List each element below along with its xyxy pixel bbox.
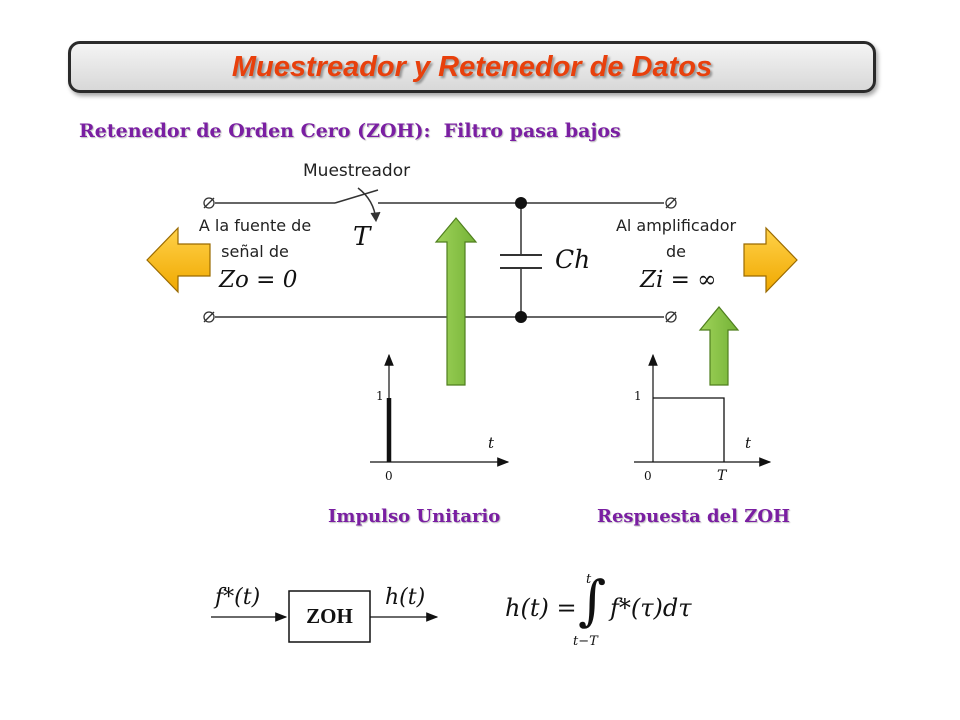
output-up-arrow-icon (698, 306, 740, 386)
impulse-y-tick: 1 (376, 389, 384, 403)
amp-label-line2: de (666, 242, 686, 261)
integrand: f*(τ)dτ (610, 594, 692, 622)
terminal-top-right (665, 197, 677, 209)
terminal-bottom-right (665, 311, 677, 323)
zoh-block (288, 590, 371, 643)
zoh-y-tick: 1 (634, 389, 642, 403)
amp-label-line1: Al amplificador (615, 216, 737, 235)
impulse-plot (370, 353, 510, 467)
slide-subtitle: Retenedor de Orden Cero (ZOH): Filtro pa… (79, 120, 621, 142)
equation-lhs: h(t) = (505, 594, 577, 622)
terminal-top-left (203, 197, 215, 209)
source-label-line2: señal de (221, 242, 289, 261)
node-bottom (515, 311, 527, 323)
terminal-bottom-left (203, 311, 215, 323)
zoh-axis-label: t (745, 434, 752, 452)
zoh-x-tick-T: T (717, 468, 727, 484)
block-input-label: f*(t) (215, 585, 261, 610)
impulse-caption: Impulso Unitario (328, 506, 501, 527)
zoh-plot (634, 353, 772, 467)
impulse-x-tick: 0 (385, 469, 393, 483)
impulse-axis-label: t (488, 434, 495, 452)
sampler-period: T (353, 222, 371, 252)
integral-upper-limit: t (586, 572, 592, 587)
terminals (203, 197, 677, 323)
zoh-block-label: ZOH (306, 604, 353, 628)
right-arrow-icon (743, 226, 798, 294)
source-label-line1: A la fuente de (198, 216, 312, 235)
source-impedance: Zo = 0 (219, 267, 298, 293)
integral-sign-icon: ∫ (578, 569, 607, 632)
title-bar: Muestreador y Retenedor de Datos (68, 41, 876, 93)
node-top (515, 197, 527, 209)
sampler-switch (334, 189, 379, 204)
zoh-x-tick-0: 0 (644, 469, 652, 483)
amp-impedance: Zi = ∞ (640, 267, 717, 293)
sampler-label: Muestreador (303, 161, 411, 181)
zoh-caption: Respuesta del ZOH (597, 506, 791, 527)
block-diagram (211, 590, 439, 643)
integral-lower-limit: t−T (573, 634, 598, 649)
left-arrow-icon (146, 226, 211, 294)
block-output-label: h(t) (385, 585, 426, 610)
input-up-arrow-icon (434, 217, 478, 386)
slide-title: Muestreador y Retenedor de Datos (231, 50, 713, 83)
zoh-pulse (653, 397, 725, 462)
capacitor-label: Ch (555, 245, 591, 274)
